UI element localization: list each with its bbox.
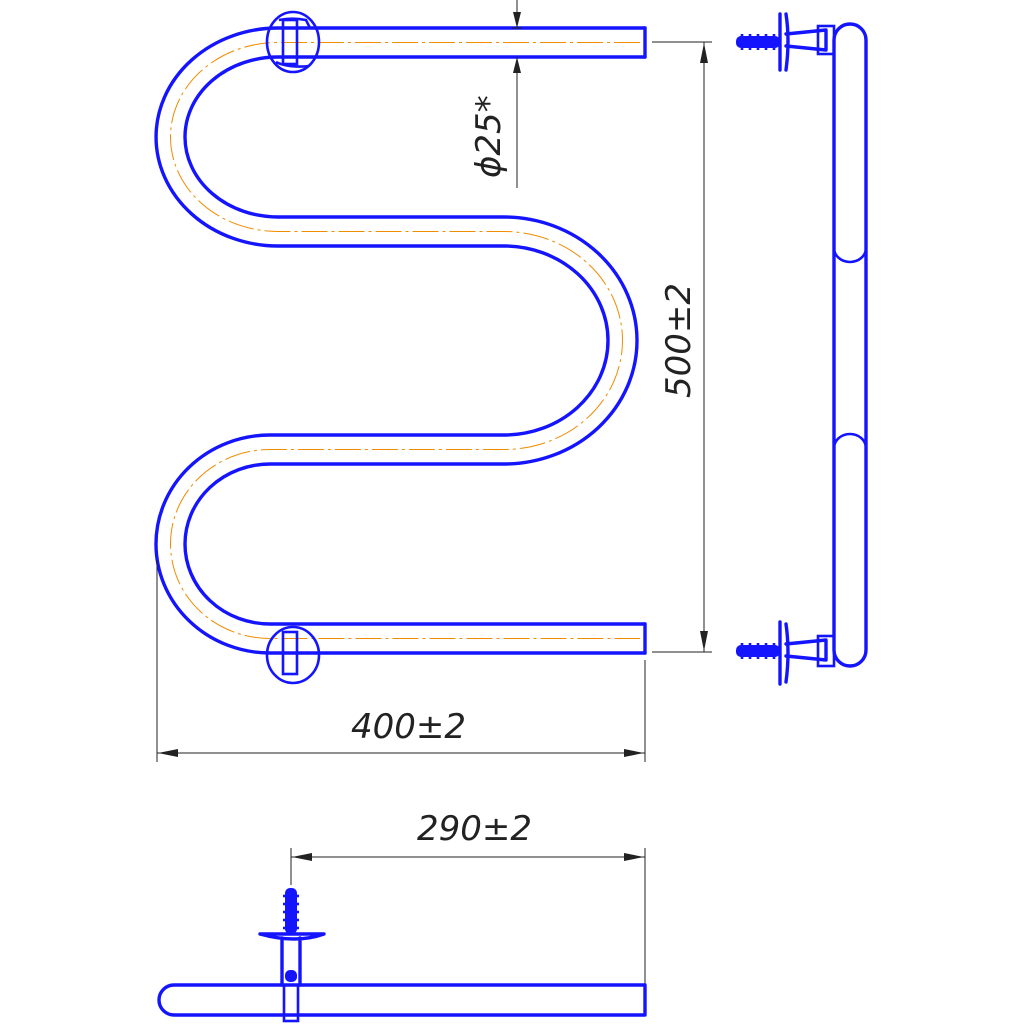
diameter-label: ϕ25*: [469, 95, 509, 178]
front-view: [154, 10, 647, 685]
width-label: 400±2: [351, 707, 466, 747]
lower-side-mount: [736, 620, 836, 686]
diameter-dimension: ϕ25*: [469, 0, 522, 188]
side-view: [736, 12, 868, 686]
depth-dimension: 290±2: [290, 809, 646, 985]
pipe-outer-contour: [154, 26, 647, 655]
depth-label: 290±2: [417, 809, 532, 849]
pipe-centerline: [170, 42, 640, 639]
pipe-inner-contour: [183, 55, 647, 626]
height-dimension: 500±2: [652, 41, 712, 653]
top-view: [157, 888, 647, 1023]
bottom-wall-bracket: [265, 625, 321, 685]
upper-side-mount: [736, 12, 836, 72]
height-label: 500±2: [659, 283, 699, 398]
width-dimension: 400±2: [156, 560, 646, 762]
top-wall-bracket: [265, 10, 321, 74]
